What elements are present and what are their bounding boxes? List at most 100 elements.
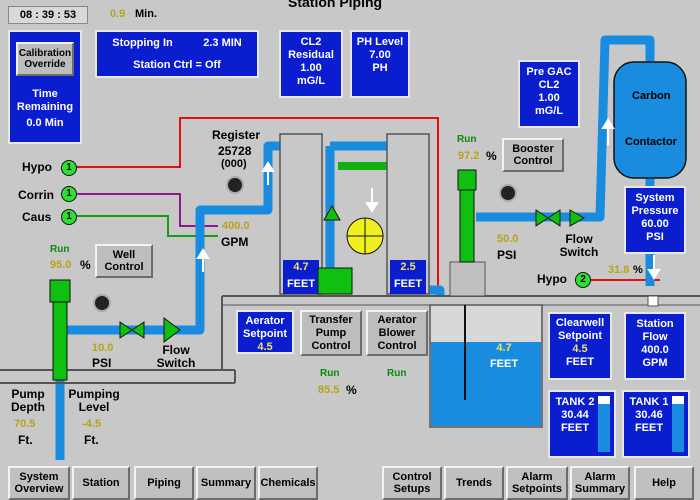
aerator-blower-run-status: Run: [387, 368, 407, 379]
tank1-value: 30.46: [635, 409, 663, 421]
booster-speed-unit: %: [486, 149, 497, 163]
register-flow-value: 400.0: [222, 220, 250, 232]
tank1-label: TANK 1: [629, 396, 669, 408]
booster-psi-value: 50.0: [497, 233, 519, 245]
clearwell-level: 4.7: [496, 342, 512, 354]
stopping-panel: Stopping In 2.3 MIN Station Ctrl = Off: [95, 30, 259, 78]
system-pressure-value: 60.00: [641, 218, 669, 230]
chem-caus-label: Caus: [22, 210, 52, 224]
booster-control-button[interactable]: Booster Control: [502, 138, 564, 172]
right-tank-level: 2.5: [400, 261, 416, 273]
aerator-setpoint-value: 4.5: [257, 341, 273, 353]
aerator-setpoint-label: Aerator Setpoint: [243, 315, 287, 340]
booster-pressure-gauge-icon: [499, 184, 517, 202]
tank2-label: TANK 2: [555, 396, 595, 408]
transfer-pump-speed-unit: %: [346, 383, 357, 397]
system-pressure-panel: System Pressure 60.00 PSI: [624, 186, 686, 254]
well-psi-unit: PSI: [92, 356, 112, 370]
well-pressure-gauge-icon: [93, 294, 111, 312]
register-sub: (000): [221, 158, 247, 170]
station-flow-value: 400.0: [641, 344, 669, 356]
pre-gac-cl2-panel: Pre GAC CL2 1.00 mG/L: [518, 60, 580, 128]
register-label: Register: [212, 128, 261, 142]
time-remaining-unit: Min: [44, 117, 64, 129]
hypo2-label: Hypo: [537, 272, 567, 286]
register-flow-unit: GPM: [221, 235, 249, 249]
page-title: Station Piping: [288, 0, 383, 10]
calibration-override-button[interactable]: Calibration Override: [16, 42, 74, 76]
stopping-value: 2.3: [203, 37, 219, 49]
cl2-residual-label: CL2 Residual: [288, 36, 334, 61]
timer-value: 0.9: [110, 8, 126, 20]
clearwell-level-unit: FEET: [489, 358, 519, 370]
booster-speed-value: 97.2: [458, 150, 480, 162]
station-ctrl-status: Station Ctrl = Off: [133, 59, 221, 71]
transfer-pump-control-button[interactable]: Transfer Pump Control: [300, 310, 362, 356]
transfer-pump-speed-value: 85.5: [318, 384, 340, 396]
cl2-residual-value: 1.00: [300, 62, 322, 74]
aerator-setpoint-panel[interactable]: Aerator Setpoint 4.5: [236, 310, 294, 354]
pre-gac-unit: mG/L: [534, 105, 564, 117]
nav-help[interactable]: Help: [634, 466, 694, 500]
clock-display: 08 : 39 : 53: [8, 6, 88, 24]
left-tank-level: 4.7: [293, 261, 309, 273]
ph-level-unit: PH: [372, 62, 388, 74]
pump-depth-value: 70.5: [14, 418, 36, 430]
nav-station[interactable]: Station: [72, 466, 130, 500]
chem-hypo-indicator[interactable]: 1: [61, 160, 77, 176]
clearwell-setpoint-value: 4.5: [572, 343, 588, 355]
nav-chemicals[interactable]: Chemicals: [258, 466, 318, 500]
tank2-level-bar: [598, 396, 610, 452]
pumping-level-label: Pumping Level: [68, 387, 120, 414]
chem-caus-indicator[interactable]: 1: [61, 209, 77, 225]
time-remaining-value: 0.0: [26, 117, 42, 129]
well-speed-value: 95.0: [50, 259, 72, 271]
clearwell-setpoint-unit: FEET: [565, 356, 595, 368]
nav-alarm-summary[interactable]: Alarm Summary: [570, 466, 630, 500]
ph-level-label: PH Level: [356, 36, 404, 48]
pumping-level-unit: Ft.: [84, 433, 99, 447]
well-psi-value: 10.0: [92, 342, 114, 354]
carbon-label: Carbon: [632, 90, 671, 102]
nav-trends[interactable]: Trends: [444, 466, 504, 500]
system-pressure-unit: PSI: [646, 231, 664, 243]
clearwell-setpoint-panel[interactable]: Clearwell Setpoint 4.5 FEET: [548, 312, 612, 380]
time-remaining-label: Time Remaining: [16, 88, 74, 113]
booster-flow-switch-label: Flow Switch: [559, 232, 599, 259]
nav-system-overview[interactable]: System Overview: [8, 466, 70, 500]
ph-level-panel: PH Level 7.00 PH: [350, 30, 410, 98]
tank2-value: 30.44: [561, 409, 589, 421]
stopping-unit: MIN: [221, 37, 242, 49]
tank1-level-bar: [672, 396, 684, 452]
booster-run-status: Run: [457, 134, 477, 145]
pumping-level-value: -4.5: [82, 418, 101, 430]
tank1-panel: TANK 1 30.46 FEET: [622, 390, 690, 458]
chem-hypo-label: Hypo: [22, 160, 52, 174]
calibration-panel: Calibration Override Time Remaining 0.0 …: [8, 30, 82, 144]
hypo2-indicator[interactable]: 2: [575, 272, 591, 288]
pre-gac-value: 1.00: [538, 92, 560, 104]
nav-alarm-setpoints[interactable]: Alarm Setpoints: [506, 466, 568, 500]
chem-corrin-indicator[interactable]: 1: [61, 186, 77, 202]
tank2-panel: TANK 2 30.44 FEET: [548, 390, 616, 458]
cl2-residual-panel: CL2 Residual 1.00 mG/L: [279, 30, 343, 98]
aerator-blower-control-button[interactable]: Aerator Blower Control: [366, 310, 428, 356]
station-flow-unit: GPM: [642, 357, 668, 369]
well-control-button[interactable]: Well Control: [95, 244, 153, 278]
clearwell-setpoint-label: Clearwell Setpoint: [555, 317, 605, 342]
timer-unit: Min.: [135, 8, 157, 20]
tank2-unit: FEET: [560, 422, 590, 434]
stopping-label: Stopping In: [112, 37, 173, 49]
nav-summary[interactable]: Summary: [196, 466, 256, 500]
well-flow-switch-label: Flow Switch: [156, 343, 196, 370]
nav-control-setups[interactable]: Control Setups: [382, 466, 442, 500]
cl2-residual-unit: mG/L: [296, 75, 326, 87]
left-tank-unit: FEET: [286, 278, 316, 290]
chem-corrin-label: Corrin: [18, 188, 54, 202]
nav-piping[interactable]: Piping: [134, 466, 194, 500]
well-run-status: Run: [50, 244, 70, 255]
transfer-pump-run-status: Run: [320, 368, 340, 379]
station-flow-panel: Station Flow 400.0 GPM: [624, 312, 686, 380]
system-pressure-label: System Pressure: [631, 192, 679, 217]
